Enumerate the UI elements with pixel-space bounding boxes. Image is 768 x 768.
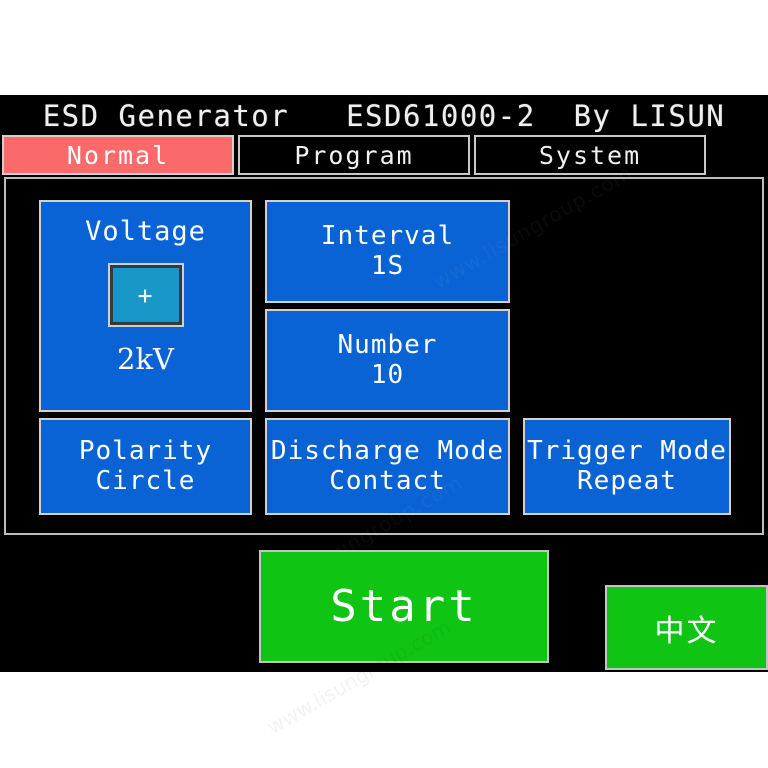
panel-interval-title: Interval — [320, 220, 455, 251]
panel-interval[interactable]: Interval 1S — [265, 200, 510, 303]
panel-voltage[interactable]: Voltage + 2kV — [39, 200, 252, 412]
panel-trigger-mode-value: Repeat — [577, 465, 677, 496]
voltage-polarity-box[interactable]: + — [107, 263, 184, 328]
esd-generator-lcd-screen: ESD Generator ESD61000-2 By LISUN Normal… — [0, 95, 768, 672]
panel-polarity-value: Circle — [95, 465, 196, 496]
tab-bar: Normal Program System — [2, 135, 706, 175]
tab-system-label: System — [538, 140, 642, 170]
tab-system[interactable]: System — [474, 135, 706, 175]
title-bar: ESD Generator ESD61000-2 By LISUN — [0, 97, 768, 135]
panel-interval-value: 1S — [370, 250, 405, 281]
panel-trigger-mode[interactable]: Trigger Mode Repeat — [523, 418, 731, 515]
language-toggle-label: 中文 — [654, 613, 719, 649]
panel-polarity-title: Polarity — [78, 435, 213, 466]
page-title: ESD Generator ESD61000-2 By LISUN — [42, 99, 726, 133]
panel-number[interactable]: Number 10 — [265, 309, 510, 412]
panel-number-title: Number — [337, 329, 438, 360]
tab-program-label: Program — [294, 140, 414, 170]
panel-polarity[interactable]: Polarity Circle — [39, 418, 252, 515]
panel-number-value: 10 — [370, 359, 405, 390]
tab-normal[interactable]: Normal — [2, 135, 234, 175]
language-toggle-button[interactable]: 中文 — [605, 585, 768, 670]
panel-voltage-title: Voltage — [85, 216, 206, 247]
panel-discharge-mode-value: Contact — [329, 465, 446, 496]
panel-discharge-mode[interactable]: Discharge Mode Contact — [265, 418, 510, 515]
tab-program[interactable]: Program — [238, 135, 470, 175]
start-button[interactable]: Start — [259, 550, 549, 663]
tab-normal-label: Normal — [66, 140, 170, 170]
panel-voltage-value: 2kV — [117, 342, 174, 377]
panel-discharge-mode-title: Discharge Mode — [270, 435, 505, 466]
plus-icon: + — [137, 280, 154, 310]
start-button-label: Start — [330, 581, 478, 632]
panel-trigger-mode-title: Trigger Mode — [527, 435, 727, 466]
settings-panel-frame: Voltage + 2kV Interval 1S Number 10 Pola… — [4, 177, 764, 535]
